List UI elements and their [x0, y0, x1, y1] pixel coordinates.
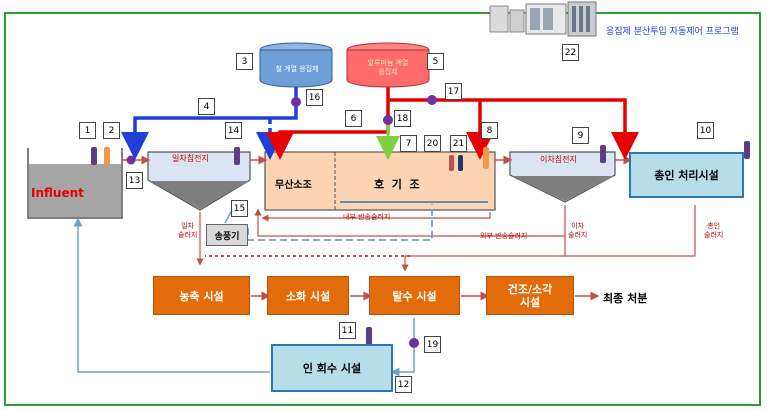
blower-unit: 송풍기 [206, 224, 248, 246]
influent-label: Influent [31, 186, 84, 200]
marker-12: 12 [395, 376, 412, 393]
p-recovery-unit: 인 회수 시설 [271, 344, 393, 392]
final-disposal-label: 최종 처분 [603, 292, 648, 305]
primary-clarifier-label: 일차침전지 [172, 154, 209, 163]
tertiary-treatment-unit: 총인 처리시설 [629, 152, 744, 198]
marker-3: 3 [236, 53, 253, 70]
primary-clarifier-sludge [150, 181, 249, 209]
marker-20: 20 [424, 135, 441, 152]
anoxic-label: 무산소조 [275, 180, 312, 191]
marker-18: 18 [394, 110, 411, 127]
dewatering-box: 탈수 시설 [369, 276, 460, 315]
iron-coagulant-tank [259, 42, 333, 88]
thickening-box: 농축 시설 [153, 276, 250, 315]
alum-coagulant-label: 알루미늄 계열 응집제 [367, 59, 409, 76]
marker-5: 5 [427, 53, 444, 70]
marker-2: 2 [103, 122, 120, 139]
diagram-frame [4, 12, 761, 406]
secondary-clarifier-label: 이차침전지 [540, 155, 577, 164]
control-hardware-image [489, 1, 597, 37]
marker-19: 19 [424, 336, 441, 353]
marker-8: 8 [481, 122, 498, 139]
marker-14: 14 [225, 122, 242, 139]
marker-1: 1 [79, 122, 96, 139]
aerobic-label: 호 기 조 [374, 178, 420, 191]
program-title: 응집제 분산투입 자동제어 프로그램 [606, 27, 739, 37]
marker-15: 15 [231, 200, 248, 217]
marker-11: 11 [339, 322, 356, 339]
marker-9: 9 [572, 127, 589, 144]
marker-22: 22 [562, 44, 579, 61]
digestion-box: 소화 시설 [267, 276, 349, 315]
marker-6: 6 [345, 110, 362, 127]
marker-16: 16 [306, 89, 323, 106]
marker-21: 21 [450, 135, 467, 152]
marker-4: 4 [198, 98, 215, 115]
marker-13: 13 [126, 172, 143, 189]
secondary-clarifier-sludge [512, 176, 614, 201]
internal-return-label: 내부 반송슬러지 [343, 213, 391, 221]
marker-10: 10 [697, 122, 714, 139]
marker-17: 17 [445, 83, 462, 100]
alum-coagulant-tank [346, 42, 430, 88]
iron-coagulant-label: 철 계열 응집제 [275, 65, 319, 73]
marker-7: 7 [400, 135, 417, 152]
influent-water [29, 164, 121, 217]
external-return-label: 외부 반송슬러지 [480, 232, 528, 240]
